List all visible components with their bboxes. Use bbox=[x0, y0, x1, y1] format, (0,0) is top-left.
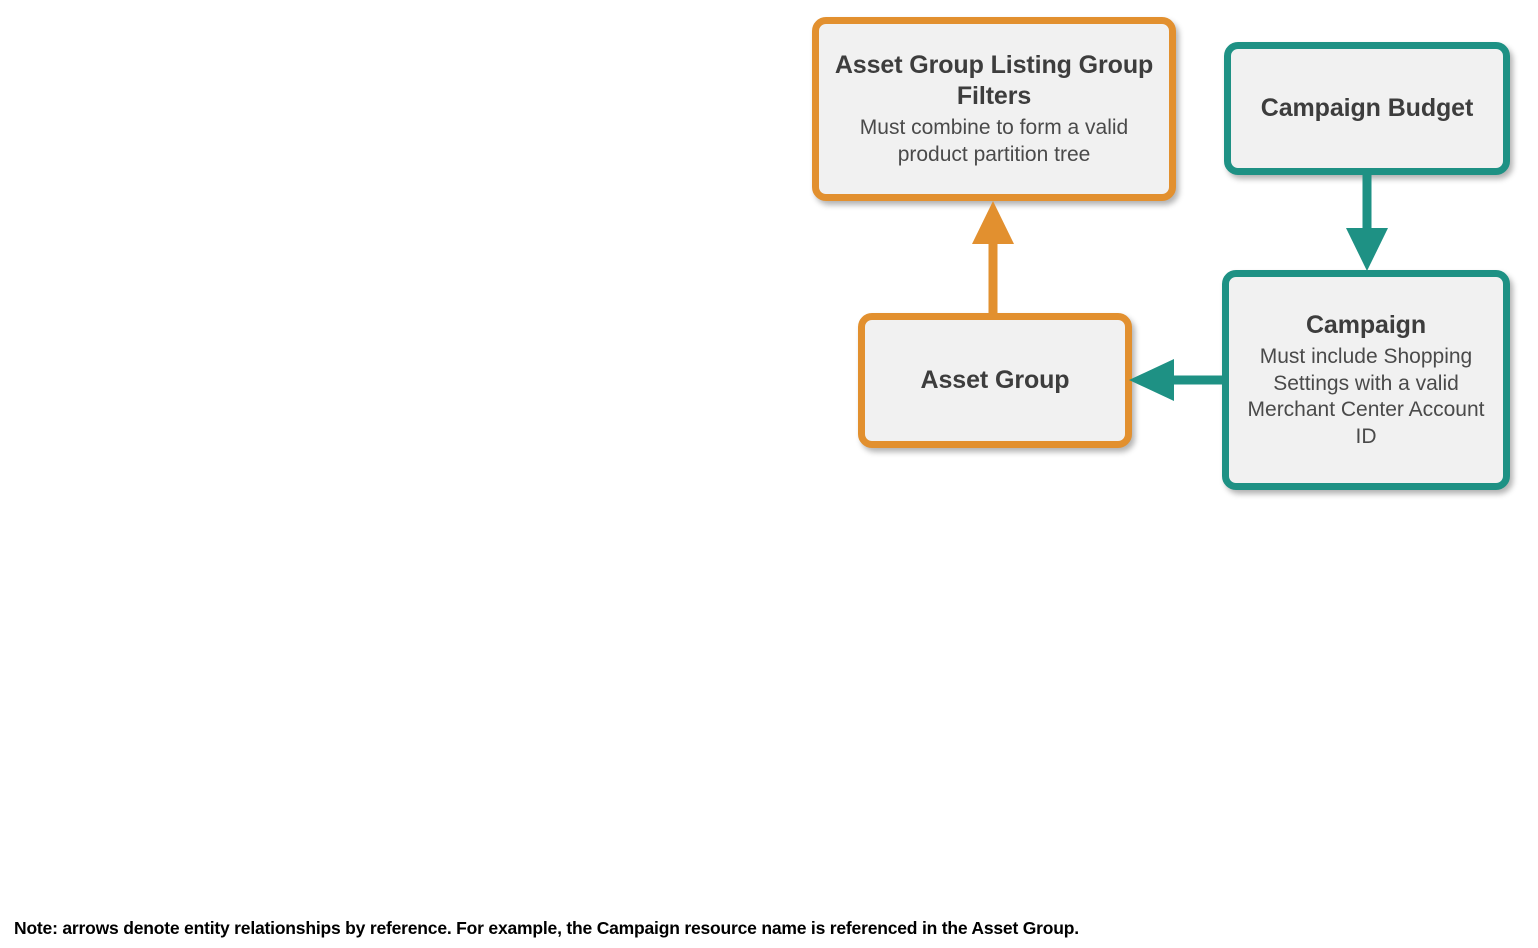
node-description: Must include Shopping Settings with a va… bbox=[1247, 345, 1485, 448]
node-title: Asset Group bbox=[920, 366, 1070, 395]
edge-campaign-budget-to-campaign bbox=[1336, 172, 1398, 274]
edge-campaign-to-asset-group bbox=[1126, 350, 1228, 410]
node-campaign: Campaign Must include Shopping Settings … bbox=[1222, 270, 1510, 490]
node-title: Campaign bbox=[1305, 310, 1427, 339]
edge-asset-group-to-listing-group-filters bbox=[962, 198, 1024, 320]
node-title: Asset Group Listing Group Filters bbox=[834, 51, 1154, 110]
node-asset-group: Asset Group bbox=[858, 313, 1132, 448]
node-description: Must combine to form a valid product par… bbox=[859, 116, 1129, 166]
footnote-text: Note: arrows denote entity relationships… bbox=[14, 918, 1079, 938]
node-title: Campaign Budget bbox=[1260, 94, 1474, 123]
node-asset-group-listing-group-filters: Asset Group Listing Group Filters Must c… bbox=[812, 17, 1176, 201]
node-campaign-budget: Campaign Budget bbox=[1224, 42, 1510, 175]
